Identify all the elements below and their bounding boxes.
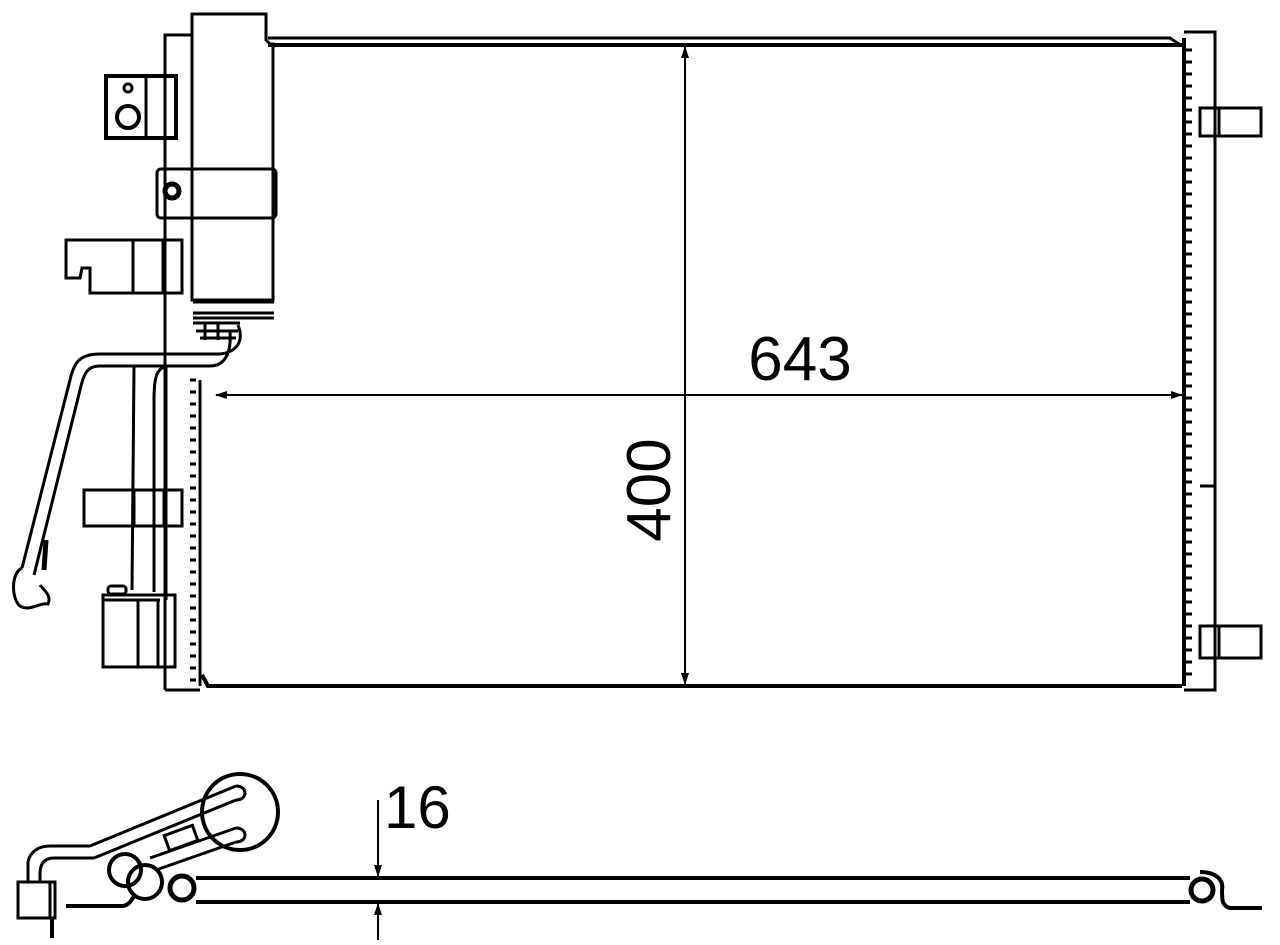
- right-bracket-bottom: [1198, 624, 1263, 660]
- dimension-width-label: 643: [748, 325, 851, 394]
- mid-left-hook-bracket: [64, 238, 184, 295]
- lower-left-block: [101, 584, 177, 669]
- side-view: [16, 772, 1262, 938]
- dryer-outlet-fitting: [193, 321, 240, 340]
- right-header-tank: [1184, 30, 1217, 692]
- condenser-core: [198, 36, 1186, 688]
- right-tank-teeth: [1186, 48, 1192, 676]
- refrigerant-pipe: [12, 324, 242, 610]
- right-bracket-top: [1198, 106, 1263, 138]
- dimension-height-label: 400: [615, 438, 684, 541]
- front-view: [12, 12, 1263, 692]
- left-header-tank: [163, 33, 200, 692]
- vertical-pipes: [130, 365, 168, 600]
- dimension-depth: 16: [374, 774, 451, 940]
- upper-left-bracket: [104, 74, 178, 140]
- side-right-fitting: [1188, 870, 1262, 910]
- left-tank-teeth: [190, 378, 196, 682]
- mid-left-clip: [82, 488, 184, 528]
- dimension-depth-label: 16: [384, 774, 451, 841]
- receiver-dryer: [155, 12, 278, 320]
- side-left-assembly: [16, 772, 280, 938]
- dimension-height: 400: [615, 46, 689, 685]
- dimension-width: 643: [215, 325, 1183, 399]
